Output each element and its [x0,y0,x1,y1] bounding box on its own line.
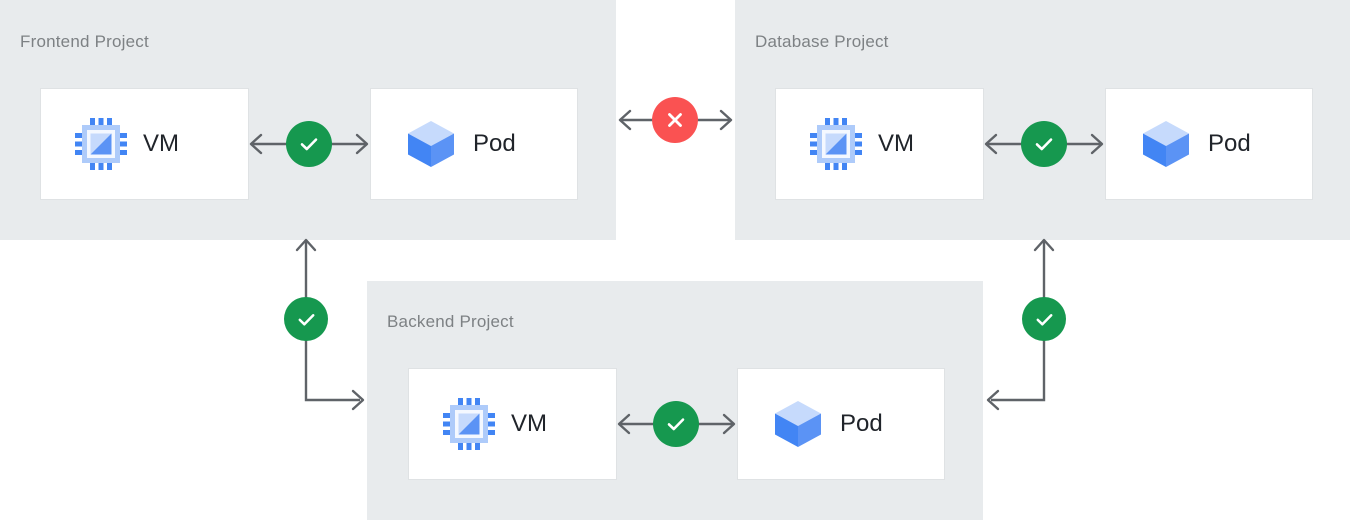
resource-card-frontend-vm[interactable]: VM [40,88,249,200]
pod-cube-icon [775,401,821,447]
resource-card-database-pod[interactable]: Pod [1105,88,1313,200]
status-badge-backend-frontend[interactable] [284,297,328,341]
x-circle-icon [668,113,682,127]
status-badge-database-internal[interactable] [1021,121,1067,167]
resource-card-database-vm[interactable]: VM [775,88,984,200]
vm-chip-icon [810,118,862,170]
panel-title-database: Database Project [755,32,889,51]
resource-label: VM [511,410,547,437]
status-badge-frontend-internal[interactable] [286,121,332,167]
pod-cube-icon [408,121,454,167]
panel-title-backend: Backend Project [387,312,514,331]
vm-chip-icon [443,398,495,450]
resource-label: VM [143,130,179,157]
resource-label: Pod [840,410,883,437]
status-badge-frontend-database[interactable] [652,97,698,143]
check-circle-icon [667,418,685,431]
check-circle-icon [298,313,314,326]
status-badge-backend-internal[interactable] [653,401,699,447]
resource-card-backend-pod[interactable]: Pod [737,368,945,480]
resource-card-backend-vm[interactable]: VM [408,368,617,480]
resource-label: VM [878,130,914,157]
resource-card-frontend-pod[interactable]: Pod [370,88,578,200]
vm-chip-icon [75,118,127,170]
status-badge-backend-database[interactable] [1022,297,1066,341]
check-circle-icon [300,138,318,151]
pod-cube-icon [1143,121,1189,167]
panel-title-frontend: Frontend Project [20,32,149,51]
check-circle-icon [1035,138,1053,151]
check-circle-icon [1036,313,1052,326]
resource-label: Pod [473,130,516,157]
resource-label: Pod [1208,130,1251,157]
